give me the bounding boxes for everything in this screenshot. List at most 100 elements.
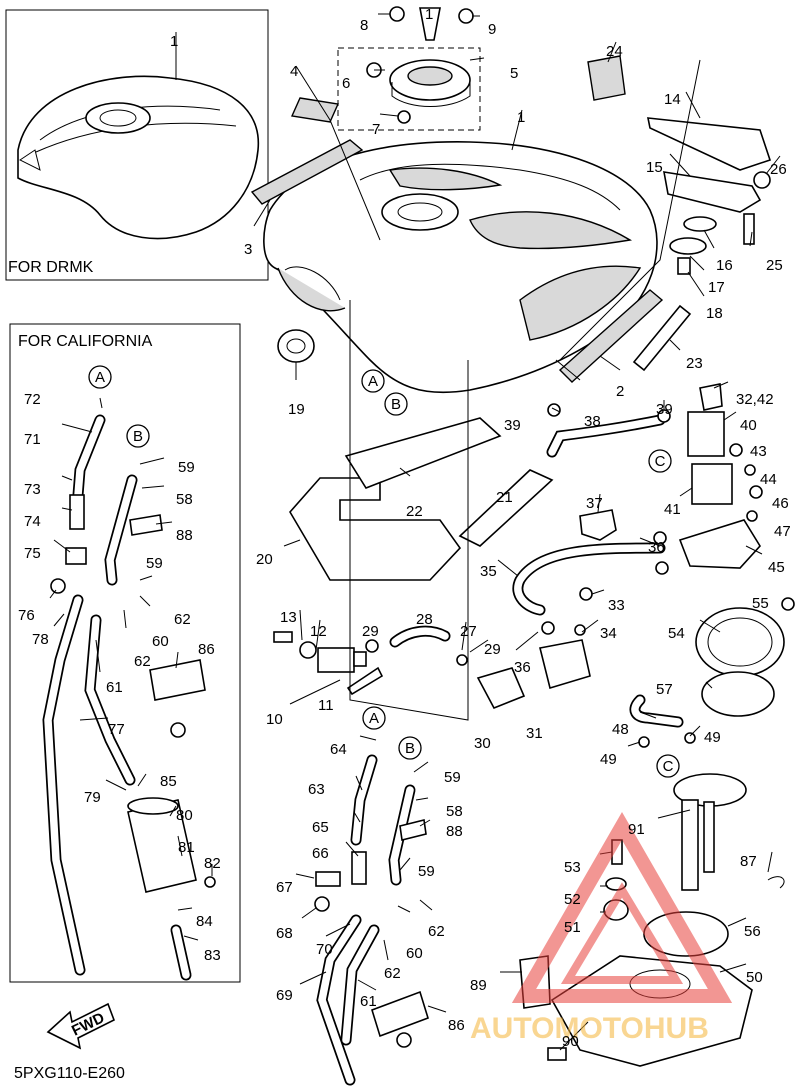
part-callout-c46: 46 — [772, 495, 789, 512]
part-callout-c57: 57 — [656, 681, 673, 698]
drawing-code: 5PXG110-E260 — [14, 1065, 125, 1082]
drmk-frame — [5, 9, 269, 281]
part-callout-c86b: 86 — [448, 1017, 465, 1034]
part-callout-c64: 64 — [330, 741, 347, 758]
part-callout-c50: 50 — [746, 969, 763, 986]
part-callout-c32: 32,42 — [736, 391, 774, 408]
part-callout-c24: 24 — [606, 43, 623, 60]
part-callout-c1c: 1 — [425, 6, 433, 23]
damper-pad-side — [458, 469, 554, 547]
warning-label — [587, 55, 626, 101]
part-callout-c66: 66 — [312, 845, 329, 862]
part-callout-c68: 68 — [276, 925, 293, 942]
tank-bottom-plate — [550, 955, 753, 1067]
part-callout-c67: 67 — [276, 879, 293, 896]
ref-circle-rA2: A — [88, 365, 112, 389]
ref-letter: B — [391, 396, 401, 413]
part-callout-c62b: 62 — [134, 653, 151, 670]
part-callout-c6: 6 — [342, 75, 350, 92]
rear-bracket-cover — [647, 117, 772, 171]
part-callout-c70: 70 — [316, 941, 333, 958]
part-callout-c4: 4 — [290, 63, 298, 80]
part-callout-c21: 21 — [496, 489, 513, 506]
part-callout-c84: 84 — [196, 913, 213, 930]
part-callout-c86a: 86 — [198, 641, 215, 658]
part-callout-c11: 11 — [318, 697, 334, 714]
fuel-cock — [317, 647, 355, 673]
part-callout-c5: 5 — [510, 65, 518, 82]
part-callout-c49b: 49 — [600, 751, 617, 768]
part-callout-c72: 72 — [24, 391, 41, 408]
drmk-tank — [17, 75, 260, 240]
part-callout-c87: 87 — [740, 853, 757, 870]
part-callout-c79: 79 — [84, 789, 101, 806]
watermark-text: AUTOMOTOHUB — [470, 1012, 709, 1045]
part-callout-c90: 90 — [562, 1033, 579, 1050]
watermark-logo: AUTOMOTOHUB — [470, 811, 733, 1045]
part-callout-c60b: 60 — [406, 945, 423, 962]
part-callout-c71: 71 — [24, 431, 41, 448]
part-callout-c47: 47 — [774, 523, 791, 540]
part-callout-c83: 83 — [204, 947, 221, 964]
filler-neck — [381, 193, 459, 231]
part-callout-c59a: 59 — [178, 459, 195, 476]
part-callout-c31: 31 — [526, 725, 543, 742]
ref-circle-rB2: B — [126, 424, 150, 448]
part-callout-c33: 33 — [608, 597, 625, 614]
fuel-tank — [263, 141, 658, 394]
part-callout-c59b: 59 — [146, 555, 163, 572]
part-callout-c18: 18 — [706, 305, 723, 322]
part-callout-c2: 2 — [616, 383, 624, 400]
ref-letter: B — [405, 740, 415, 757]
fuel-filter — [687, 411, 725, 457]
part-callout-c39b: 39 — [656, 401, 673, 418]
ref-letter: A — [369, 710, 379, 727]
part-callout-c39a: 39 — [504, 417, 521, 434]
part-callout-c13: 13 — [280, 609, 297, 626]
part-callout-c53: 53 — [564, 859, 581, 876]
part-callout-c36b: 36 — [514, 659, 531, 676]
canister-bracket — [371, 990, 429, 1038]
part-callout-c28: 28 — [416, 611, 433, 628]
part-callout-c9: 9 — [488, 21, 496, 38]
part-callout-c91: 91 — [628, 821, 645, 838]
part-callout-c65: 65 — [312, 819, 329, 836]
part-callout-c89: 89 — [470, 977, 487, 994]
part-callout-c40: 40 — [740, 417, 757, 434]
part-callout-c61b: 61 — [360, 993, 377, 1010]
part-callout-c25: 25 — [766, 257, 783, 274]
part-callout-c85: 85 — [160, 773, 177, 790]
emblem-right — [558, 289, 664, 383]
part-callout-c16: 16 — [716, 257, 733, 274]
part-callout-c69: 69 — [276, 987, 293, 1004]
part-callout-c35: 35 — [480, 563, 497, 580]
part-callout-c22: 22 — [406, 503, 423, 520]
bracket-plate — [663, 171, 762, 213]
cap-key — [419, 7, 441, 41]
part-callout-c20: 20 — [256, 551, 273, 568]
fuel-pump — [539, 639, 591, 690]
part-callout-c48: 48 — [612, 721, 629, 738]
part-callout-c62d: 62 — [384, 965, 401, 982]
damper-pad-top — [344, 417, 502, 489]
ref-circle-rA1: A — [361, 369, 385, 393]
part-callout-c17: 17 — [708, 279, 725, 296]
california-inset: FOR CALIFORNIA — [9, 323, 241, 983]
part-callout-c43: 43 — [750, 443, 767, 460]
part-callout-c73: 73 — [24, 481, 41, 498]
part-callout-c76: 76 — [18, 607, 35, 624]
part-callout-c38: 38 — [584, 413, 601, 430]
emblem-strip — [632, 304, 692, 372]
part-callout-c74: 74 — [24, 513, 41, 530]
part-callout-c77: 77 — [108, 721, 125, 738]
emblem-left — [250, 139, 364, 205]
part-callout-c37: 37 — [586, 495, 603, 512]
part-callout-c60a: 60 — [152, 633, 169, 650]
fuel-cap-assembly — [337, 6, 481, 131]
hose-bracket — [579, 509, 617, 541]
part-callout-c12: 12 — [310, 623, 327, 640]
ref-circle-rB3: B — [398, 736, 422, 760]
part-callout-c3: 3 — [244, 241, 252, 258]
